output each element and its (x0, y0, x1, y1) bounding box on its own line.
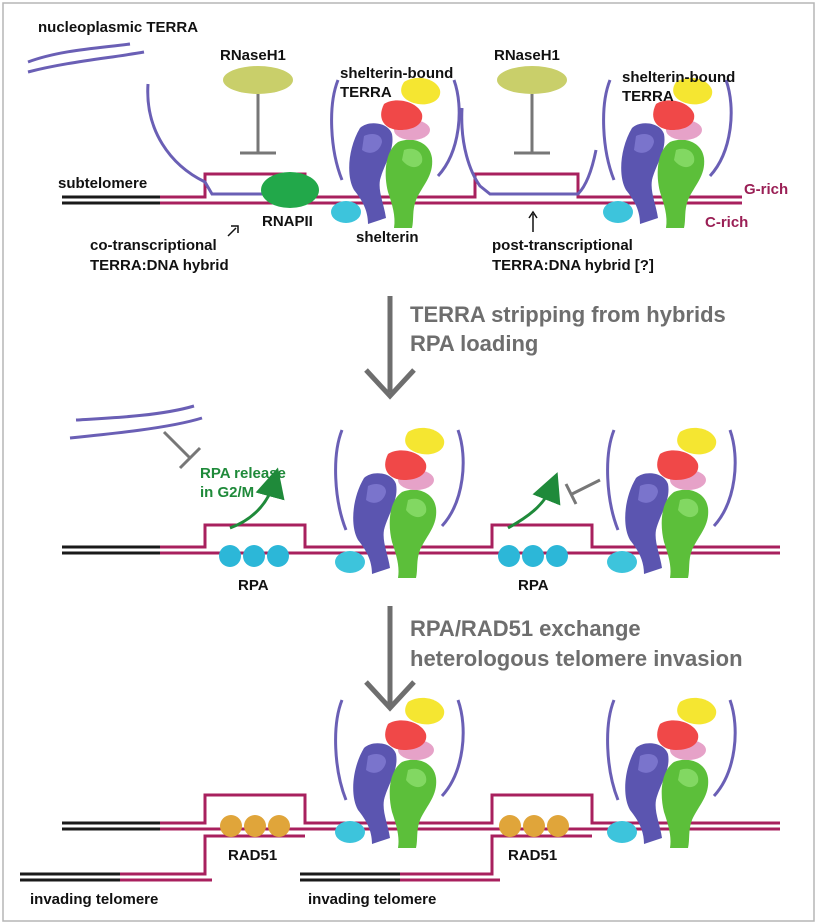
nucleoplasmic-terra-strand (69, 416, 203, 440)
shelterin-complex (333, 696, 465, 850)
rad51-right (499, 815, 569, 837)
rad51-left-label: RAD51 (228, 847, 277, 864)
panel-bottom: RAD51 RAD51 invading telomere invading t… (20, 696, 780, 908)
rpa-left-label: RPA (238, 577, 269, 594)
post-hybrid-label-1: post-transcriptional (492, 237, 633, 254)
panel-middle: RPA release in G2/M RPA RPA (62, 404, 780, 594)
shelterin-bound-right-label-2: TERRA (622, 88, 674, 105)
nucleoplasmic-terra-strand (27, 50, 145, 74)
pointer-arrow (227, 227, 237, 237)
post-hybrid-label-2: TERRA:DNA hybrid [?] (492, 257, 654, 274)
rpa-right-label: RPA (518, 577, 549, 594)
shelterin-bound-left-label-2: TERRA (340, 84, 392, 101)
rnapii-label: RNAPII (262, 213, 313, 230)
shelterin-complex (605, 696, 737, 850)
co-hybrid-label-1: co-transcriptional (90, 237, 217, 254)
rpa-release-arrow (229, 467, 285, 530)
step1-line2: RPA loading (410, 331, 538, 356)
rpa-left (219, 545, 289, 567)
rnapii (261, 172, 319, 208)
shelterin-label: shelterin (356, 229, 419, 246)
nucleoplasmic-terra-strand (27, 42, 131, 64)
rnaseh1-right (497, 66, 567, 94)
step-arrow-1: TERRA stripping from hybrids RPA loading (364, 296, 726, 400)
shelterin-bound-left-label-1: shelterin-bound (340, 65, 453, 82)
g-rich-label: G-rich (744, 181, 788, 198)
rad51-right-label: RAD51 (508, 847, 557, 864)
rad51-left (220, 815, 290, 837)
step1-line1: TERRA stripping from hybrids (410, 302, 726, 327)
step2-line1: RPA/RAD51 exchange (410, 616, 641, 641)
nucleoplasmic-terra-strand (75, 404, 195, 422)
rnaseh1-right-label: RNaseH1 (494, 47, 560, 64)
step-arrow-2: RPA/RAD51 exchange heterologous telomere… (364, 606, 743, 712)
shelterin-bound-right-label-1: shelterin-bound (622, 69, 735, 86)
inhibition-bar (564, 483, 578, 505)
post-transcriptional-terra (460, 107, 598, 196)
c-rich-label: C-rich (705, 214, 748, 231)
invading-telomere-right-label: invading telomere (308, 891, 436, 908)
inhibition-bar (178, 446, 202, 470)
rnaseh1-left-label: RNaseH1 (220, 47, 286, 64)
step2-line2: heterologous telomere invasion (410, 646, 743, 671)
nucleoplasmic-terra-label: nucleoplasmic TERRA (38, 19, 198, 36)
shelterin-complex (333, 426, 465, 580)
inhibition-line (571, 478, 601, 496)
subtelomere-label: subtelomere (58, 175, 147, 192)
invading-telomere-left-label: invading telomere (30, 891, 158, 908)
rpa-right (498, 545, 568, 567)
shelterin-complex (605, 426, 737, 580)
rpa-release-label-2: in G2/M (200, 484, 254, 501)
rpa-release-arrow (507, 472, 561, 530)
panel-top: nucleoplasmic TERRA RNaseH1 RNaseH1 shel… (27, 19, 788, 274)
inhibition-line (162, 430, 192, 460)
co-hybrid-label-2: TERRA:DNA hybrid (90, 257, 229, 274)
rnaseh1-left (223, 66, 293, 94)
rpa-release-label-1: RPA release (200, 465, 286, 482)
co-transcriptional-terra (146, 83, 307, 196)
